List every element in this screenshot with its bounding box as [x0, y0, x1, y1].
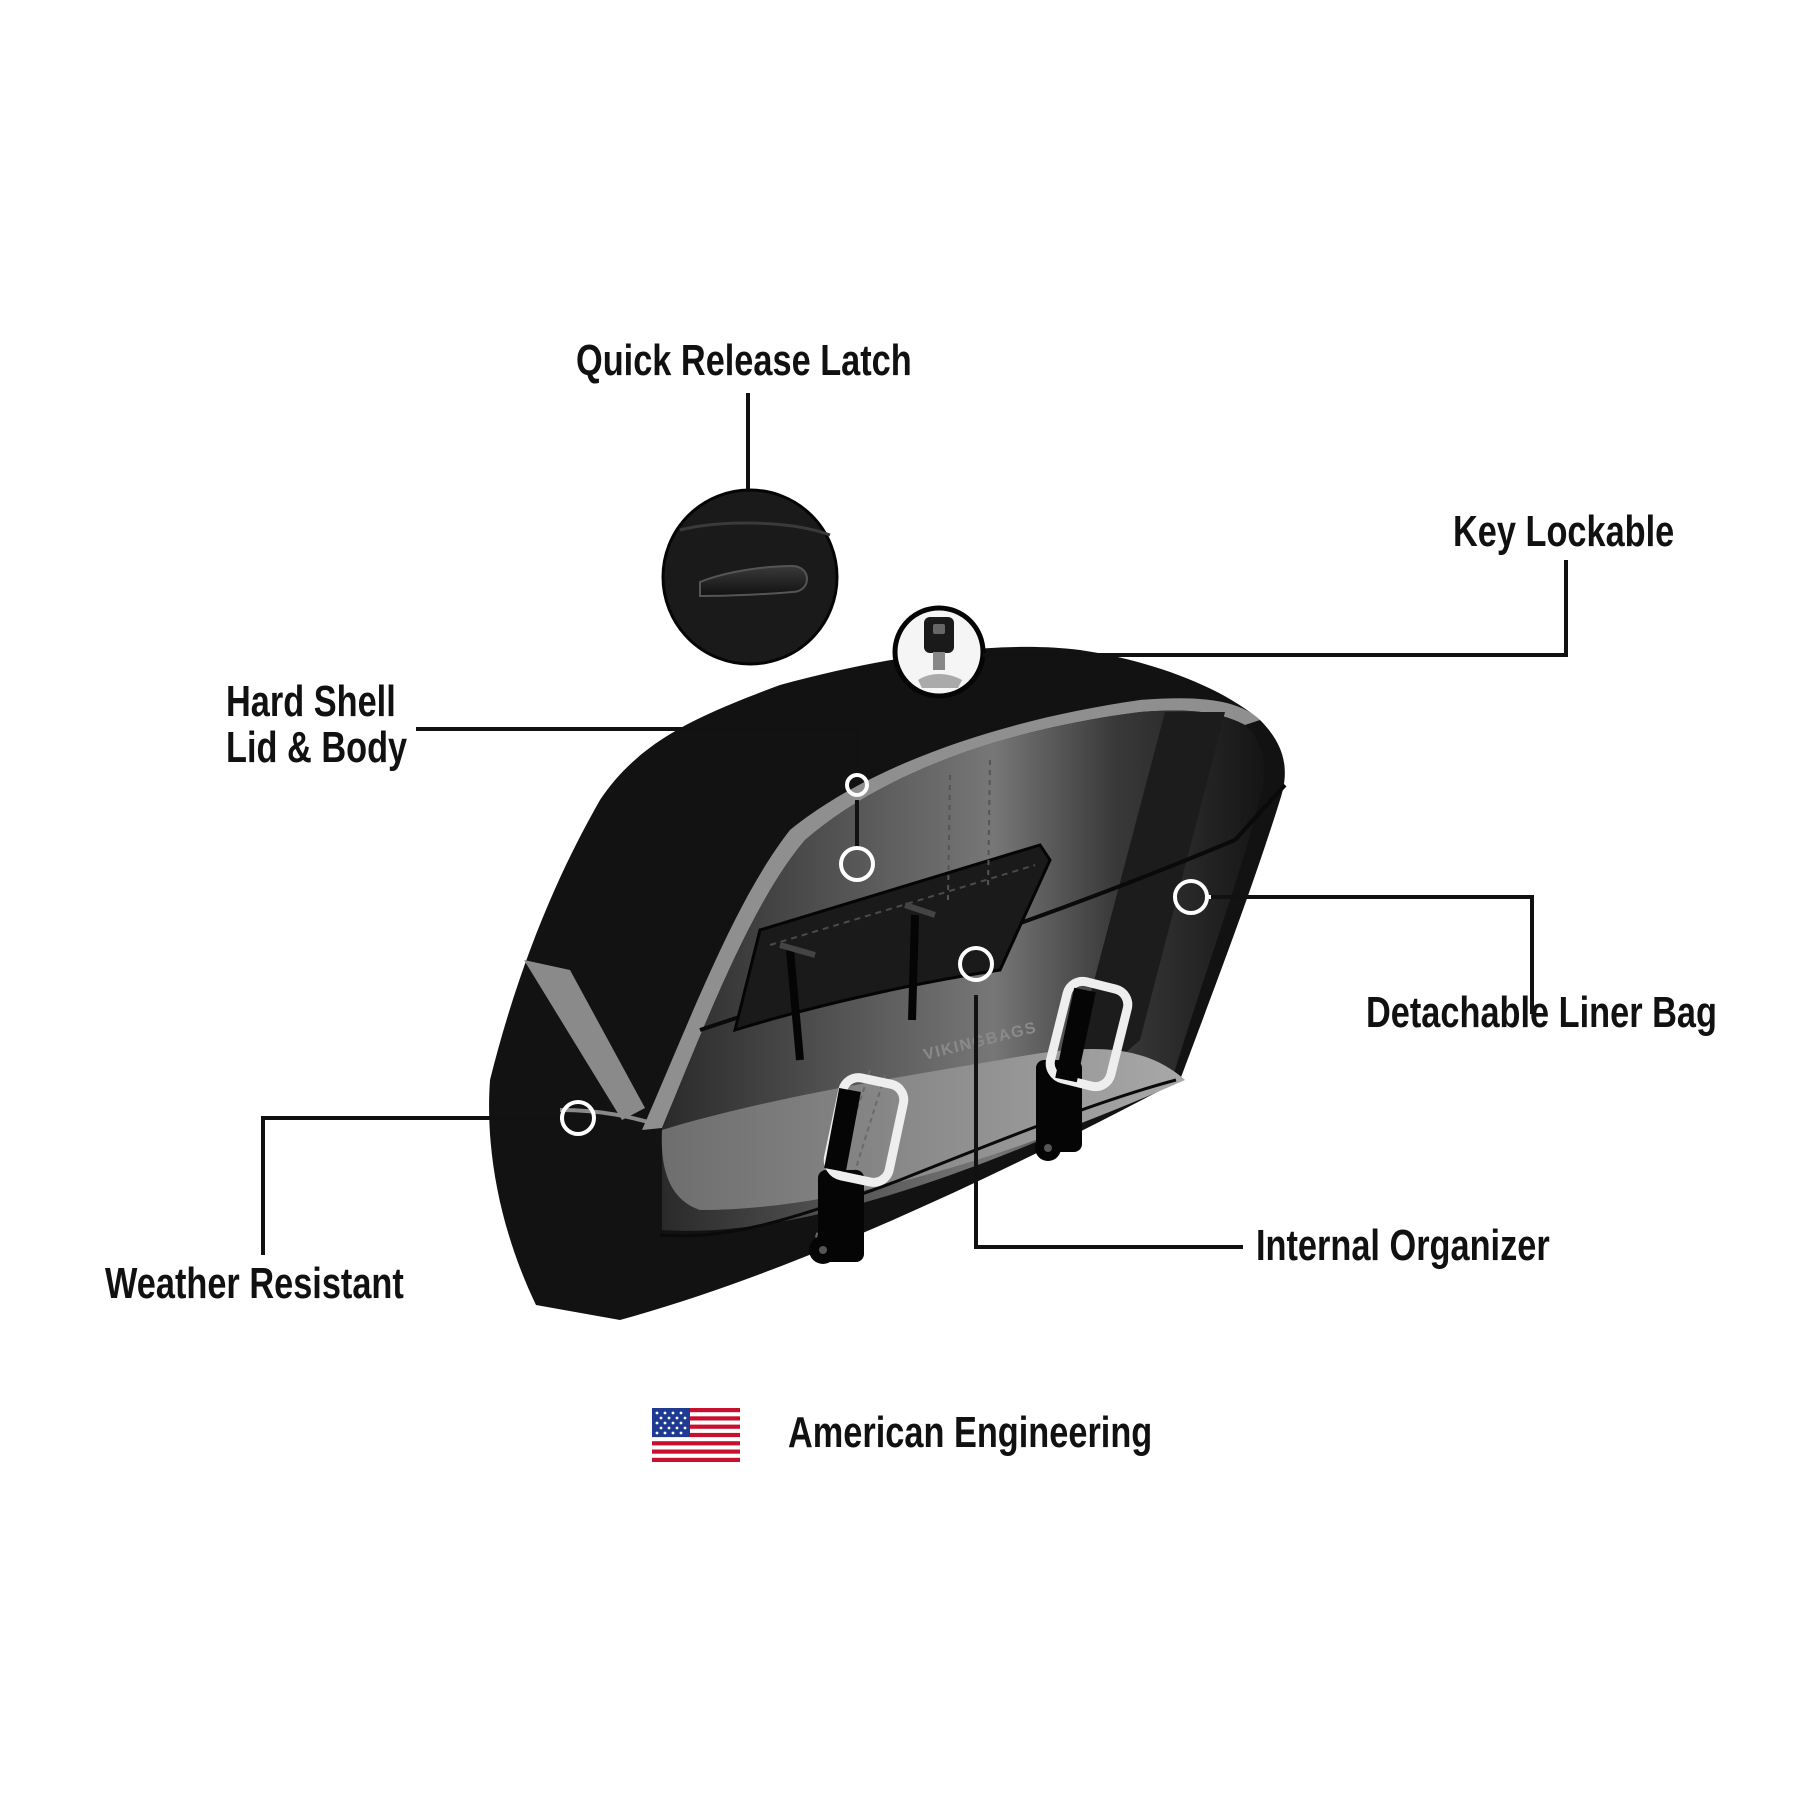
- callout-key-lockable: Key Lockable: [1453, 507, 1675, 556]
- callout-hard-shell-line1: Hard Shell: [226, 677, 396, 726]
- latch-inset: [661, 488, 839, 666]
- callout-weather-resistant: Weather Resistant: [105, 1259, 404, 1308]
- strap-buckles: [809, 976, 1133, 1264]
- organizer-pocket: [732, 759, 1052, 1061]
- key-lock-inset: [892, 605, 986, 699]
- callout-quick-release-latch: Quick Release Latch: [576, 336, 912, 385]
- callout-internal-organizer: Internal Organizer: [1256, 1221, 1550, 1270]
- callout-hard-shell: Hard Shell Lid & Body: [226, 679, 407, 771]
- hard-shell-marker: [839, 846, 875, 882]
- american-engineering-text: American Engineering: [788, 1408, 1153, 1457]
- callout-hard-shell-line2: Lid & Body: [226, 723, 408, 772]
- us-flag-icon: [652, 1408, 740, 1462]
- hard-shell-marker-upper: [845, 773, 869, 797]
- callout-detachable-liner-bag: Detachable Liner Bag: [1366, 988, 1717, 1037]
- callout-leader-lines: [261, 393, 1568, 1255]
- organizer-marker: [958, 946, 994, 982]
